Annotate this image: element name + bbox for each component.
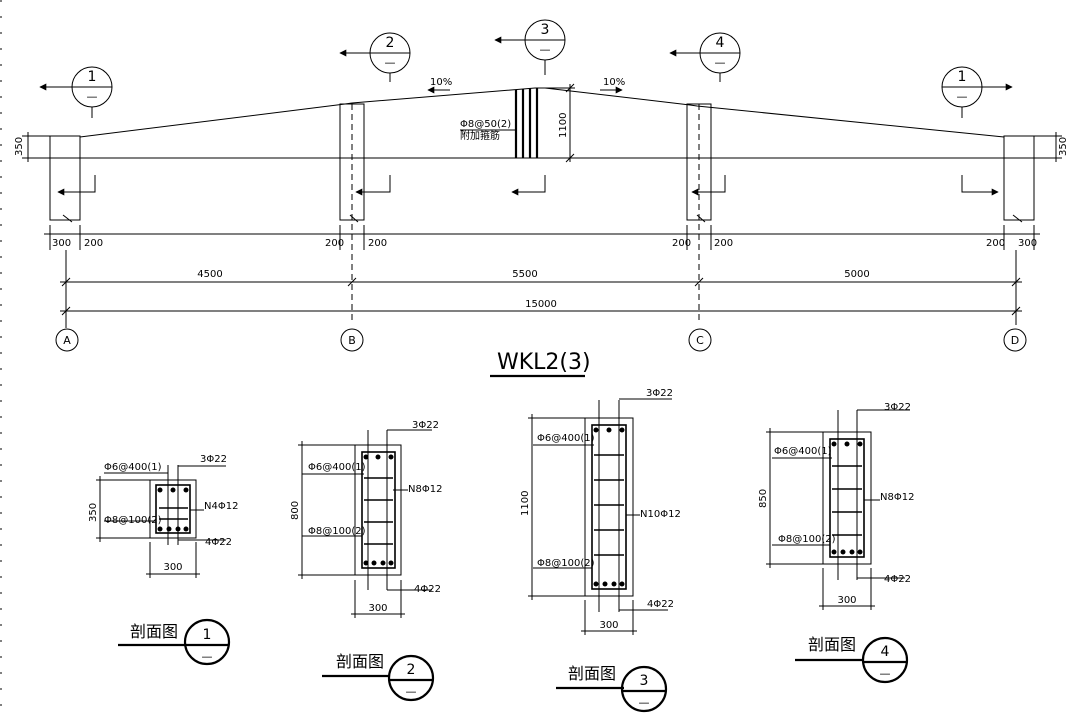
stirrup-add-spec: Φ8@50(2) <box>460 119 511 130</box>
section-mark-num: 3 <box>541 22 550 38</box>
span-dims: 4500 5500 5000 15000 <box>60 250 1022 325</box>
end-height-left: 350 <box>14 137 25 156</box>
beam-title: WKL2(3) <box>497 350 591 375</box>
ridge-stirrups <box>514 88 539 158</box>
bottom-bars: 4Φ22 <box>884 574 911 585</box>
axis-d: D <box>1011 334 1019 347</box>
section-caption: 剖面图 <box>568 664 616 683</box>
section-num: 3 <box>640 673 649 689</box>
section-mark-1-left: 1 — <box>39 66 113 118</box>
section-mark-num: 4 <box>716 35 725 51</box>
section-width: 300 <box>368 603 387 614</box>
top-bars: 3Φ22 <box>412 420 439 431</box>
section-height: 1100 <box>520 491 531 516</box>
stirrup-spec: Φ6@400(1) <box>104 462 162 473</box>
section-height: 850 <box>758 489 769 508</box>
section-width: 300 <box>599 620 618 631</box>
dim-a-right: 200 <box>84 238 103 249</box>
section-mark-4: 4 — <box>669 32 741 82</box>
column-width-dims: 300 200 200 200 200 200 200 300 <box>44 225 1040 250</box>
main-stirrup: Φ8@100(2) <box>308 526 366 537</box>
section-caption: 剖面图 <box>808 635 856 654</box>
span-bc: 5500 <box>512 269 537 280</box>
column-a <box>49 135 81 223</box>
dim-c-right: 200 <box>714 238 733 249</box>
stirrup-spec: Φ6@400(1) <box>774 446 832 457</box>
stirrup-add-label: 附加箍筋 <box>460 129 500 142</box>
ridge-height-dim: 1100 <box>545 83 575 163</box>
side-bars: N4Φ12 <box>204 501 238 512</box>
section-mark-num: 1 <box>88 69 97 85</box>
section-caption: 剖面图 <box>336 652 384 671</box>
section-mark-3: 3 — <box>494 19 566 75</box>
end-height-left-dim: 350 <box>14 132 50 162</box>
svg-text:—: — <box>202 650 213 663</box>
beam-top-line <box>79 87 1005 138</box>
main-stirrup: Φ8@100(2) <box>537 558 595 569</box>
section-4: Φ6@400(1) 3Φ22 N8Φ12 Φ8@100(2) 4Φ22 850 … <box>758 402 914 684</box>
section-caption: 剖面图 <box>130 622 178 641</box>
span-cd: 5000 <box>844 269 869 280</box>
svg-text:—: — <box>406 685 417 698</box>
axis-c: C <box>696 334 704 347</box>
bottom-bars: 4Φ22 <box>414 584 441 595</box>
svg-text:—: — <box>957 90 968 103</box>
cut-arrows <box>57 175 999 196</box>
slope-right: 10% <box>603 77 625 88</box>
span-ab: 4500 <box>197 269 222 280</box>
axis-b: B <box>348 334 356 347</box>
dim-a-left: 300 <box>52 238 71 249</box>
bottom-bars: 4Φ22 <box>647 599 674 610</box>
dim-b-right: 200 <box>368 238 387 249</box>
end-height-right-dim: 350 <box>1034 132 1069 162</box>
svg-text:—: — <box>385 56 396 69</box>
dim-d-left: 200 <box>986 238 1005 249</box>
section-mark-2: 2 — <box>339 32 411 82</box>
section-num: 4 <box>881 644 890 660</box>
end-height-right: 350 <box>1058 137 1069 156</box>
column-d <box>1003 135 1035 223</box>
top-bars: 3Φ22 <box>200 454 227 465</box>
section-3: Φ6@400(1) 3Φ22 N10Φ12 Φ8@100(2) 4Φ22 110… <box>520 388 681 713</box>
span-total: 15000 <box>525 299 557 310</box>
section-1: Φ6@400(1) 3Φ22 N4Φ12 Φ8@100(2) 4Φ22 350 … <box>88 454 238 666</box>
bottom-bars: 4Φ22 <box>205 537 232 548</box>
main-stirrup: Φ8@100(2) <box>778 534 836 545</box>
dim-d-right: 300 <box>1018 238 1037 249</box>
section-num: 1 <box>203 627 212 643</box>
section-mark-num: 1 <box>958 69 967 85</box>
section-height: 800 <box>290 501 301 520</box>
axis-bubbles: A B C D <box>55 320 1027 352</box>
top-bars: 3Φ22 <box>646 388 673 399</box>
axis-a: A <box>63 334 71 347</box>
dim-b-left: 200 <box>325 238 344 249</box>
section-mark-1-right: 1 — <box>941 66 1013 118</box>
beam-elevation: Φ8@50(2) 附加箍筋 10% 10% 1100 350 350 <box>14 19 1069 320</box>
section-mark-num: 2 <box>386 35 395 51</box>
svg-text:—: — <box>87 90 98 103</box>
side-bars: N8Φ12 <box>408 484 442 495</box>
dim-c-left: 200 <box>672 238 691 249</box>
stirrup-spec: Φ6@400(1) <box>537 433 595 444</box>
main-stirrup: Φ8@100(2) <box>104 515 162 526</box>
svg-text:—: — <box>715 56 726 69</box>
top-bars: 3Φ22 <box>884 402 911 413</box>
section-width: 300 <box>837 595 856 606</box>
section-width: 300 <box>163 562 182 573</box>
svg-text:—: — <box>880 667 891 680</box>
slope-left: 10% <box>430 77 452 88</box>
stirrup-spec: Φ6@400(1) <box>308 462 366 473</box>
svg-text:—: — <box>639 696 650 709</box>
section-num: 2 <box>407 662 416 678</box>
svg-text:—: — <box>540 43 551 56</box>
section-height: 350 <box>88 503 99 522</box>
side-bars: N10Φ12 <box>640 509 681 520</box>
section-2: Φ6@400(1) 3Φ22 N8Φ12 Φ8@100(2) 4Φ22 800 … <box>290 420 442 702</box>
ridge-height: 1100 <box>558 113 569 138</box>
side-bars: N8Φ12 <box>880 492 914 503</box>
